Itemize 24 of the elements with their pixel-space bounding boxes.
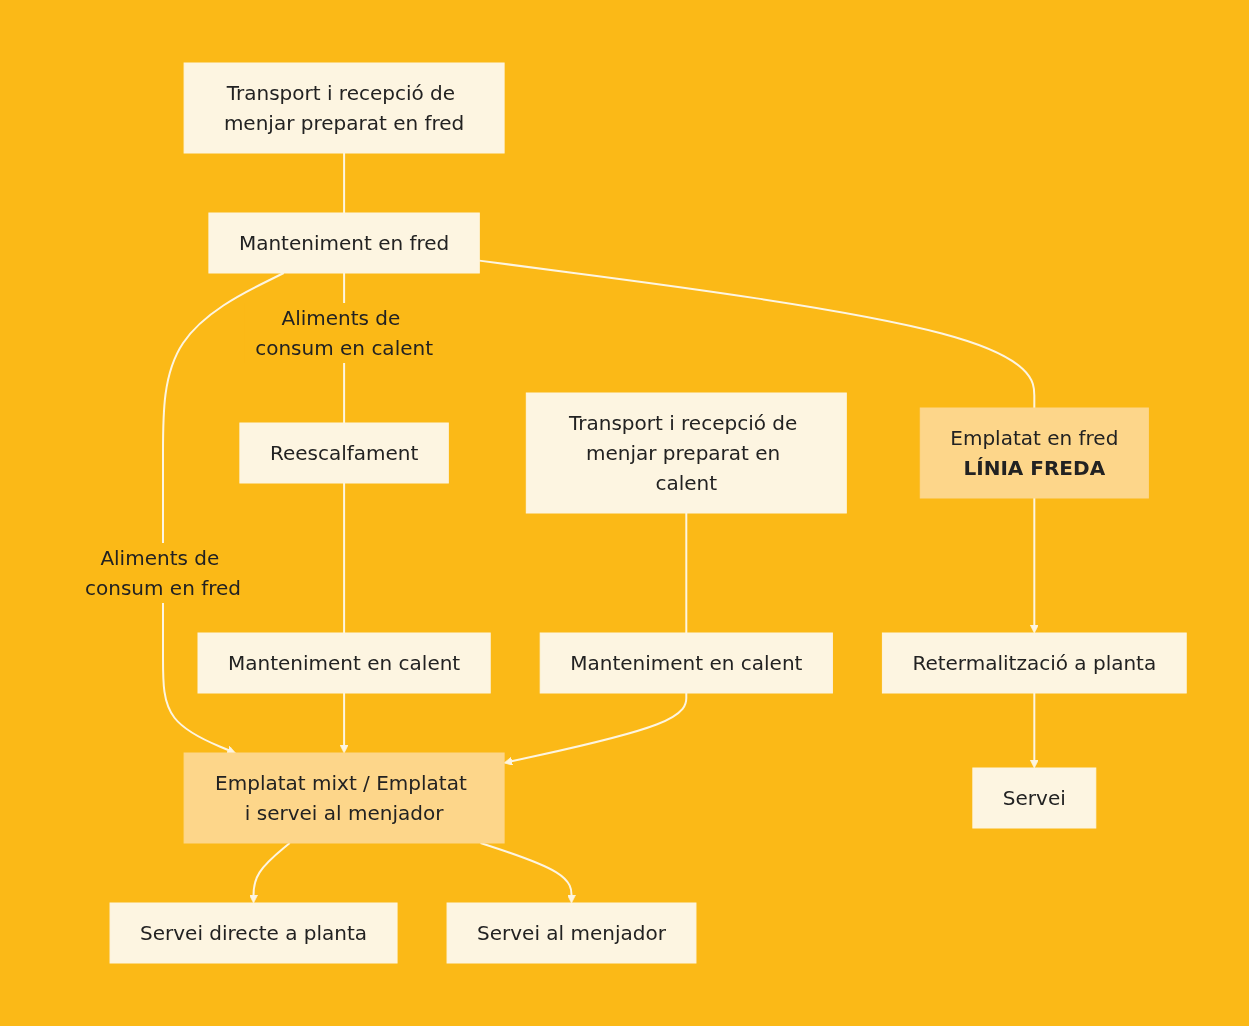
arrow — [339, 692, 349, 754]
arrow — [503, 692, 688, 766]
node-box: Emplatat mixt / Emplatat i servei al menjador — [183, 752, 505, 844]
node-box: Servei directe a planta — [109, 902, 398, 964]
node-box: Reescalfament — [239, 422, 449, 484]
node-box: Manteniment en calent — [539, 632, 833, 694]
connector — [685, 512, 688, 634]
arrow — [1029, 497, 1039, 634]
node-box: Transport i recepció de menjar preparat en calent — [525, 392, 847, 514]
node-box: Emplatat en fred LÍNIA FREDA — [919, 407, 1149, 499]
edge-label: Aliments de consum en calent — [255, 306, 433, 360]
node-box: Manteniment en fred — [208, 212, 480, 274]
node-box: Retermalització a planta — [881, 632, 1187, 694]
node-box: Manteniment en calent — [197, 632, 491, 694]
node-box: Servei al menjador — [446, 902, 697, 964]
node-box: Transport i recepció de menjar preparat en fred — [183, 62, 505, 154]
connector — [343, 482, 345, 634]
node-box: Servei — [972, 767, 1097, 829]
connector — [478, 259, 1036, 409]
arrow — [249, 842, 291, 904]
arrow — [1029, 692, 1039, 769]
connector — [343, 152, 345, 214]
arrow — [161, 272, 285, 755]
edge-label: Aliments de consum en fred — [84, 546, 241, 600]
